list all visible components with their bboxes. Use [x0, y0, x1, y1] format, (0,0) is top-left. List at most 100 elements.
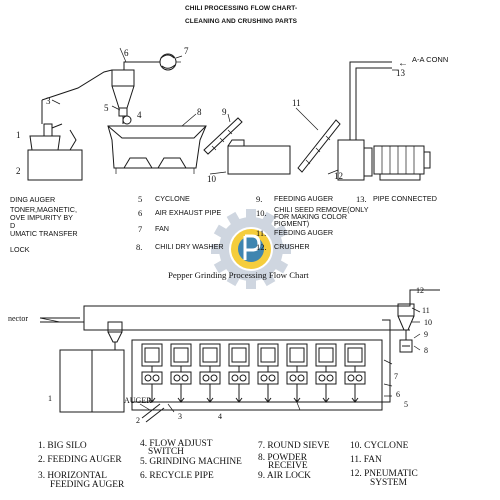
- airlock-icon: [122, 115, 132, 125]
- bottom-diagram: [39, 289, 440, 423]
- cyclone-silo: [107, 321, 123, 350]
- grinding-machine: [257, 343, 279, 403]
- top-legend-c1-3: D: [10, 221, 16, 230]
- callout-8: 8: [197, 107, 202, 117]
- pipe-arrow-icon: ←: [398, 58, 408, 69]
- b-legend-c3-3: 9. AIR LOCK: [258, 471, 311, 481]
- bottom-title: Pepper Grinding Processing Flow Chart: [168, 270, 309, 280]
- b-legend-c1-0: 1. BIG SILO: [38, 441, 87, 451]
- b-callout-3: 3: [178, 412, 182, 421]
- top-legend-seed1: CHILI SEED REMOVE(ONLY: [274, 205, 369, 214]
- callout-12: 12: [334, 171, 343, 181]
- b-legend-c4-0: 10. CYCLONE: [350, 441, 409, 451]
- callout-7: 7: [184, 46, 189, 56]
- grinding-machine: [286, 343, 308, 403]
- callout-4: 4: [137, 110, 142, 120]
- b-legend-c1-1: 2. FEEDING AUGER: [38, 455, 122, 465]
- top-legend-n8: 8.: [136, 242, 143, 252]
- callout-11: 11: [292, 98, 301, 108]
- cyclone-icon: [111, 69, 135, 124]
- company-logo-gear: [211, 209, 291, 289]
- crusher: [337, 139, 431, 181]
- connector-label: nector: [8, 314, 28, 323]
- top-title-line2: CLEANING AND CRUSHING PARTS: [185, 18, 298, 25]
- grinding-machine: [199, 343, 221, 403]
- b-legend-c4-2: 12. PNEUMATIC: [350, 469, 418, 479]
- grinding-machine: [141, 343, 163, 403]
- side-duct: [382, 319, 391, 403]
- b-legend-c3-0: 7. ROUND SIEVE: [258, 441, 330, 451]
- chili-dry-washer: [107, 125, 207, 174]
- horizontal-auger: [141, 403, 161, 419]
- callout-2: 2: [16, 166, 21, 176]
- top-legend-c1-5: LOCK: [10, 245, 30, 254]
- top-exhaust-pipe: [123, 61, 160, 70]
- b-callout-1: 1: [48, 394, 52, 403]
- feeding-unit: [27, 100, 83, 181]
- top-legend-n10: 10.: [256, 208, 267, 218]
- callout-10: 10: [207, 174, 216, 184]
- pipe-connected-13: [349, 61, 392, 140]
- b-callout-10: 10: [424, 318, 432, 327]
- grinding-platform: [131, 339, 383, 411]
- b-legend-c4-3: SYSTEM: [370, 478, 407, 488]
- auger-label: AUGER: [124, 396, 152, 405]
- top-legend-exhaust: AIR EXHAUST PIPE: [155, 208, 222, 217]
- b-callout-6: 6: [396, 390, 400, 399]
- top-pipe-left: [41, 69, 113, 101]
- b-callout-7: 7: [394, 372, 398, 381]
- top-legend-pipe: PIPE CONNECTED: [373, 194, 437, 203]
- top-legend-cyclone: CYCLONE: [155, 194, 190, 203]
- top-legend-c1-2: OVE IMPURITY BY: [10, 213, 73, 222]
- b-callout-4: 4: [218, 412, 222, 421]
- top-diagram: [27, 47, 431, 181]
- b-legend-c4-1: 11. FAN: [350, 455, 382, 465]
- grinding-machines: [141, 343, 366, 403]
- b-legend-c3-1: 8. POWDER: [258, 453, 307, 463]
- b-callout-8: 8: [424, 346, 428, 355]
- fan-icon: [159, 53, 181, 71]
- top-legend-n6: 6: [138, 208, 143, 218]
- grinding-machine: [315, 343, 337, 403]
- b-legend-c2-0: 4. FLOW ADJUST: [140, 439, 213, 449]
- top-legend-seed2: FOR MAKING COLOR: [274, 212, 348, 221]
- top-legend-crusher: CRUSHER: [274, 242, 310, 251]
- b-legend-c3-2: RECEIVE: [268, 461, 308, 471]
- top-legend-feed9: FEEDING AUGER: [274, 194, 334, 203]
- top-legend-n7: 7: [138, 224, 143, 234]
- top-legend-n13: 13.: [356, 194, 367, 204]
- top-legend-seed3: PIGMENT): [274, 219, 310, 228]
- b-callout-2: 2: [136, 416, 140, 425]
- callout-13: 13: [396, 68, 405, 78]
- callout-9: 9: [222, 107, 227, 117]
- top-legend-n5: 5: [138, 194, 143, 204]
- callout-3: 3: [46, 96, 51, 106]
- big-silo: [59, 349, 125, 413]
- top-legend-c1-4: UMATIC TRANSFER: [10, 229, 78, 238]
- callout-6: 6: [124, 48, 129, 58]
- b-callout-11: 11: [422, 306, 430, 315]
- top-legend-c1-0: DING AUGER: [10, 195, 56, 204]
- connector-pipe: [40, 289, 440, 323]
- top-legend-c1-1: TONER,MAGNETIC,: [10, 205, 77, 214]
- cyclone-right: [397, 303, 415, 353]
- top-title-line1: CHILI PROCESSING FLOW CHART-: [185, 5, 298, 12]
- grinding-machine: [170, 343, 192, 403]
- b-callout-9: 9: [424, 330, 428, 339]
- top-legend-n11: 11.: [256, 228, 267, 238]
- connection-label: A-A CONN: [412, 55, 449, 64]
- callout-5: 5: [104, 103, 109, 113]
- feeding-auger-9: [203, 117, 243, 155]
- recycle-pipe: [83, 322, 410, 331]
- top-legend-n12: 12.: [256, 242, 267, 252]
- b-callout-5: 5: [404, 400, 408, 409]
- top-legend-washer: CHILI DRY WASHER: [155, 242, 224, 251]
- b-legend-c1-2: 3. HORIZONTAL: [38, 471, 108, 481]
- top-legend-n9: 9.: [256, 194, 263, 204]
- top-legend-feed11: FEEDING AUGER: [274, 228, 334, 237]
- top-legend-fan: FAN: [155, 224, 169, 233]
- seed-remover: [227, 139, 291, 175]
- b-callout-12: 12: [416, 286, 424, 295]
